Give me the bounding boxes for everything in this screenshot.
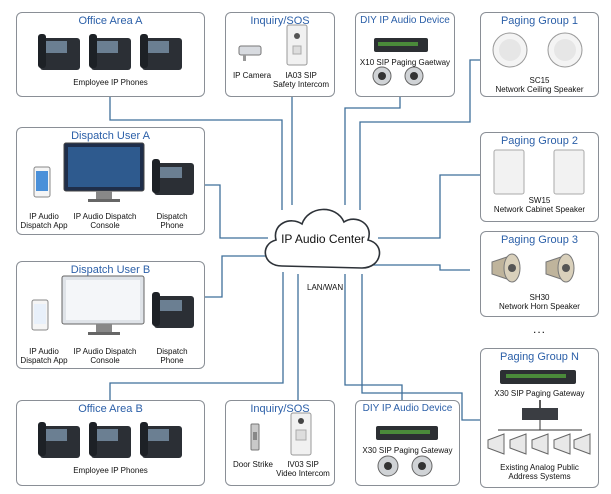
diy-bottom-caption: X30 SIP Paging Gateway [362, 446, 453, 455]
paging1-title: Paging Group 1 [500, 15, 579, 27]
ceiling-speaker-icon [492, 32, 583, 68]
analog-pa-icon [487, 400, 591, 455]
dispatch-b-console-1: IP Audio Dispatch [73, 347, 137, 356]
door-strike-icon [250, 423, 260, 451]
office-b-caption: Employee IP Phones [73, 466, 148, 475]
center-label: IP Audio Center [281, 232, 365, 246]
diy-top-caption: X10 SIP Paging Gaetway [359, 58, 451, 67]
paging2-caption-1: SW15 [528, 196, 551, 205]
ip-camera-icon [238, 45, 262, 61]
intercom-label-2: Safety Intercom [272, 80, 330, 89]
intercom-label-1: IA03 SIP [285, 71, 317, 80]
dispatch-console-b-icon [31, 275, 194, 335]
paging-n-title: Paging Group N [500, 351, 579, 363]
dispatch-a-app-2: Dispatch App [20, 221, 68, 230]
dispatch-a-phone-2: Phone [160, 221, 184, 230]
cabinet-speaker-icon [493, 149, 585, 195]
paging3-caption-2: Network Horn Speaker [499, 302, 580, 311]
video-intercom-label-2: Video Intercom [276, 469, 330, 478]
paging-n-caption-1: Existing Analog Public [500, 463, 579, 472]
diy-bottom-box: DIY IP Audio Device [355, 400, 460, 486]
dispatch-a-app-1: IP Audio [29, 212, 59, 221]
horn-speaker-icon [491, 253, 575, 283]
inquiry-bottom-title: Inquiry/SOS [250, 403, 310, 415]
ip-phones-b-icon [38, 422, 182, 458]
dispatch-a-title: Dispatch User A [71, 130, 150, 142]
camera-label: IP Camera [232, 71, 272, 80]
office-a-caption: Employee IP Phones [73, 78, 148, 87]
more-groups-ellipsis: ... [533, 322, 547, 336]
paging1-caption-1: SC15 [529, 76, 550, 85]
ip-phones-icon [38, 34, 182, 70]
network-label: LAN/WAN [307, 283, 344, 292]
diy-top-box: DIY IP Audio Device [355, 12, 455, 97]
dispatch-b-phone-1: Dispatch [156, 347, 188, 356]
x30-gateway-icon [500, 370, 576, 384]
dispatch-console-icon [33, 142, 194, 202]
dispatch-b-app-1: IP Audio [29, 347, 59, 356]
inquiry-bottom-box: Inquiry/SOS [225, 400, 335, 486]
paging-n-caption-2: Address Systems [508, 472, 571, 481]
dispatch-a-console-2: Console [90, 221, 120, 230]
diy-bottom-title: DIY IP Audio Device [362, 403, 453, 414]
dispatch-b-console-2: Console [90, 356, 120, 365]
dispatch-b-title: Dispatch User B [70, 264, 151, 276]
paging1-caption-2: Network Ceiling Speaker [495, 85, 584, 94]
dispatch-b-phone-2: Phone [160, 356, 184, 365]
paging2-title: Paging Group 2 [500, 135, 579, 147]
dispatch-a-console-1: IP Audio Dispatch [73, 212, 137, 221]
cloud-icon [264, 208, 381, 269]
office-a-title: Office Area A [78, 15, 143, 27]
x10-gateway-icon [372, 38, 428, 86]
x30-gateway-bottom-icon [376, 426, 438, 477]
paging-n-gateway: X30 SIP Paging Gateway [494, 389, 585, 398]
paging3-title: Paging Group 3 [500, 234, 579, 246]
diy-top-title: DIY IP Audio Device [360, 15, 450, 26]
paging2-caption-2: Network Cabinet Speaker [493, 205, 586, 214]
inquiry-top-title: Inquiry/SOS [250, 15, 310, 27]
safety-intercom-icon [286, 24, 308, 66]
office-b-title: Office Area B [78, 403, 143, 415]
door-strike-label: Door Strike [232, 460, 273, 469]
video-intercom-label-1: IV03 SIP [287, 460, 319, 469]
video-intercom-icon [290, 412, 312, 456]
paging3-caption-1: SH30 [529, 293, 550, 302]
dispatch-b-app-2: Dispatch App [20, 356, 68, 365]
dispatch-a-phone-1: Dispatch [156, 212, 188, 221]
